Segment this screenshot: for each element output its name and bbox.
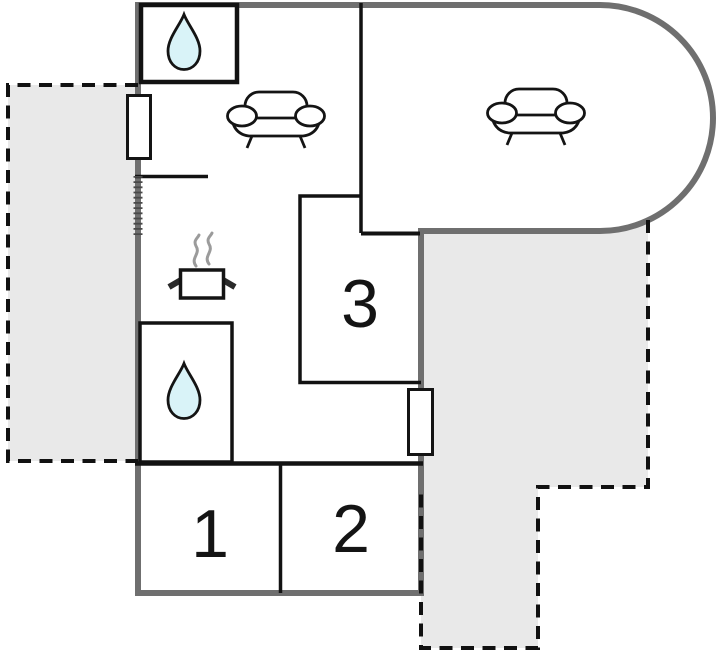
window-marker-right xyxy=(407,388,434,456)
room-3-label: 3 xyxy=(341,266,379,342)
cooking-pot-icon xyxy=(167,231,237,300)
terrace-right-dashed-border xyxy=(419,220,650,650)
pot-body xyxy=(178,268,226,300)
room-2-label: 2 xyxy=(332,491,370,567)
steam-icon xyxy=(192,233,201,268)
room-3-walls xyxy=(298,194,421,385)
terrace-left xyxy=(8,85,138,461)
steam-icon xyxy=(205,231,214,266)
room-1-label: 1 xyxy=(191,496,229,572)
building-outline xyxy=(135,1,716,596)
window-marker-left xyxy=(126,94,152,160)
terrace-left-dashed-border xyxy=(6,83,138,463)
terrace-right xyxy=(421,218,648,648)
